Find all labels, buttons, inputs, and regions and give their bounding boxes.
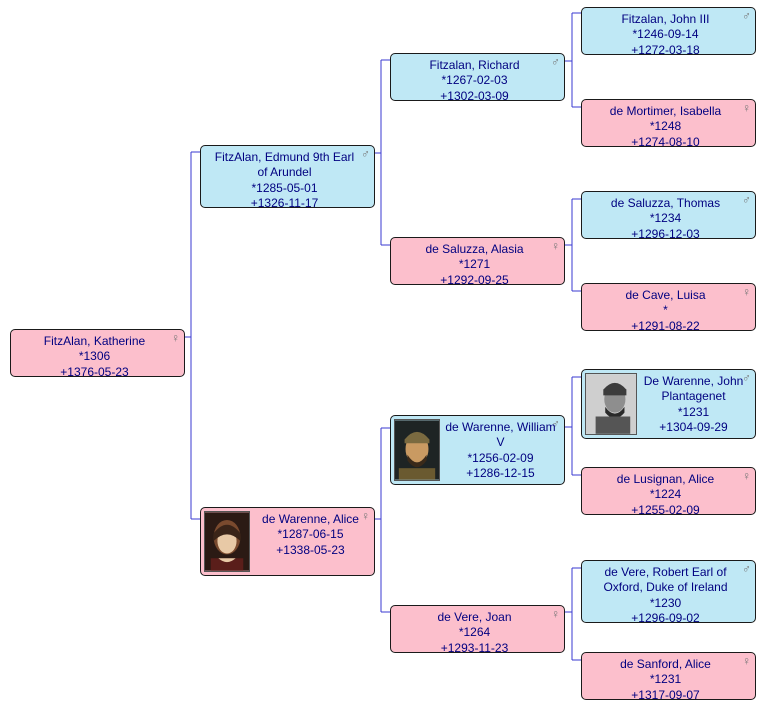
death-date: +1291-08-22 xyxy=(631,318,700,333)
birth-date: *1267-02-03 xyxy=(441,73,508,88)
person-name: de Warenne, Alice xyxy=(262,512,359,526)
person-card-de-sanford-alice[interactable]: ♀ de Sanford, Alice *1231 +1317-09-07 xyxy=(581,652,756,702)
person-name: De Warenne, John Plantagenet xyxy=(643,374,744,404)
male-icon: ♂ xyxy=(742,371,751,385)
person-name: Fitzalan, John III xyxy=(621,12,710,26)
male-icon: ♂ xyxy=(742,193,751,207)
person-name: de Cave, Luisa xyxy=(625,288,706,302)
person-card-fitzalan-john-iii[interactable]: ♂ Fitzalan, John III *1246-09-14 +1272-0… xyxy=(581,7,756,57)
person-name: de Saluzza, Alasia xyxy=(425,242,524,256)
male-icon: ♂ xyxy=(361,147,370,161)
birth-date: *1287-06-15 xyxy=(277,527,344,542)
person-name: de Vere, Robert Earl of Oxford, Duke of … xyxy=(603,565,728,595)
birth-date: *1234 xyxy=(649,211,682,226)
connector-line xyxy=(565,567,581,661)
person-name: FitzAlan, Katherine xyxy=(43,334,146,348)
birth-date: *1224 xyxy=(649,487,682,502)
person-card-de-saluzza-alasia[interactable]: ♀ de Saluzza, Alasia *1271 +1292-09-25 xyxy=(390,237,565,287)
female-icon: ♀ xyxy=(742,285,751,299)
female-icon: ♀ xyxy=(551,607,560,621)
birth-date: *1256-02-09 xyxy=(467,450,534,465)
person-name: de Lusignan, Alice xyxy=(616,472,715,486)
person-card-fitzalan-katherine[interactable]: ♀ FitzAlan, Katherine *1306 +1376-05-23 xyxy=(10,329,185,379)
death-date: +1293-11-23 xyxy=(440,640,509,655)
death-date: +1274-08-10 xyxy=(631,134,700,149)
connector-line xyxy=(565,376,581,476)
connector-line xyxy=(375,427,390,613)
connector-line xyxy=(185,151,200,520)
female-icon: ♀ xyxy=(361,509,370,523)
connector-line xyxy=(565,12,581,108)
death-date: +1326-11-17 xyxy=(250,195,319,210)
connector-line xyxy=(565,198,581,292)
death-date: +1304-09-29 xyxy=(659,419,728,434)
male-icon: ♂ xyxy=(742,562,751,576)
female-icon: ♀ xyxy=(742,469,751,483)
person-card-de-warenne-john-plantagenet[interactable]: ♂ De Warenne, John Plantagenet *1231 +13… xyxy=(581,369,756,439)
death-date: +1296-09-02 xyxy=(631,610,700,625)
birth-date: *1285-05-01 xyxy=(251,180,318,195)
person-name: de Warenne, William V xyxy=(445,420,556,450)
death-date: +1317-09-07 xyxy=(631,687,700,702)
person-name: FitzAlan, Edmund 9th Earl of Arundel xyxy=(214,150,355,180)
person-card-fitzalan-richard[interactable]: ♂ Fitzalan, Richard *1267-02-03 +1302-03… xyxy=(390,53,565,103)
portrait-photo[interactable] xyxy=(585,373,637,435)
person-card-de-saluzza-thomas[interactable]: ♂ de Saluzza, Thomas *1234 +1296-12-03 xyxy=(581,191,756,241)
death-date: +1338-05-23 xyxy=(276,542,345,557)
portrait-photo[interactable] xyxy=(394,419,440,481)
person-name: de Sanford, Alice xyxy=(620,657,711,671)
person-card-de-vere-robert[interactable]: ♂ de Vere, Robert Earl of Oxford, Duke o… xyxy=(581,560,756,625)
male-icon: ♂ xyxy=(551,55,560,69)
person-card-de-warenne-william[interactable]: ♂ de Warenne, William V *1256-02-09 +128… xyxy=(390,415,565,485)
person-name: de Mortimer, Isabella xyxy=(609,104,722,118)
birth-date: *1271 xyxy=(458,257,491,272)
male-icon: ♂ xyxy=(551,417,560,431)
person-card-de-lusignan-alice[interactable]: ♀ de Lusignan, Alice *1224 +1255-02-09 xyxy=(581,467,756,517)
birth-date: *1248 xyxy=(649,119,682,134)
death-date: +1302-03-09 xyxy=(440,88,509,103)
person-card-de-warenne-alice[interactable]: ♀ de Warenne, Alice *1287-06-15 +1338-05… xyxy=(200,507,375,576)
birth-date: *1264 xyxy=(458,625,491,640)
person-name: Fitzalan, Richard xyxy=(429,58,520,72)
female-icon: ♀ xyxy=(551,239,560,253)
birth-date: *1231 xyxy=(649,672,682,687)
person-card-de-mortimer-isabella[interactable]: ♀ de Mortimer, Isabella *1248 +1274-08-1… xyxy=(581,99,756,149)
person-card-de-vere-joan[interactable]: ♀ de Vere, Joan *1264 +1293-11-23 xyxy=(390,605,565,655)
female-icon: ♀ xyxy=(742,654,751,668)
birth-date: *1246-09-14 xyxy=(632,27,699,42)
person-card-de-cave-luisa[interactable]: ♀ de Cave, Luisa * +1291-08-22 xyxy=(581,283,756,333)
person-name: de Saluzza, Thomas xyxy=(610,196,721,210)
death-date: +1272-03-18 xyxy=(631,42,700,57)
portrait-photo[interactable] xyxy=(204,511,250,572)
birth-date: * xyxy=(663,303,668,318)
death-date: +1292-09-25 xyxy=(440,272,509,287)
male-icon: ♂ xyxy=(742,9,751,23)
female-icon: ♀ xyxy=(742,101,751,115)
birth-date: *1306 xyxy=(78,349,111,364)
birth-date: *1230 xyxy=(649,595,682,610)
female-icon: ♀ xyxy=(171,331,180,345)
death-date: +1376-05-23 xyxy=(60,364,129,379)
person-name: de Vere, Joan xyxy=(437,610,512,624)
connector-line xyxy=(375,59,390,246)
death-date: +1296-12-03 xyxy=(631,226,700,241)
death-date: +1286-12-15 xyxy=(466,465,535,480)
birth-date: *1231 xyxy=(677,404,710,419)
person-card-fitzalan-edmund[interactable]: ♂ FitzAlan, Edmund 9th Earl of Arundel *… xyxy=(200,145,375,210)
death-date: +1255-02-09 xyxy=(631,502,700,517)
